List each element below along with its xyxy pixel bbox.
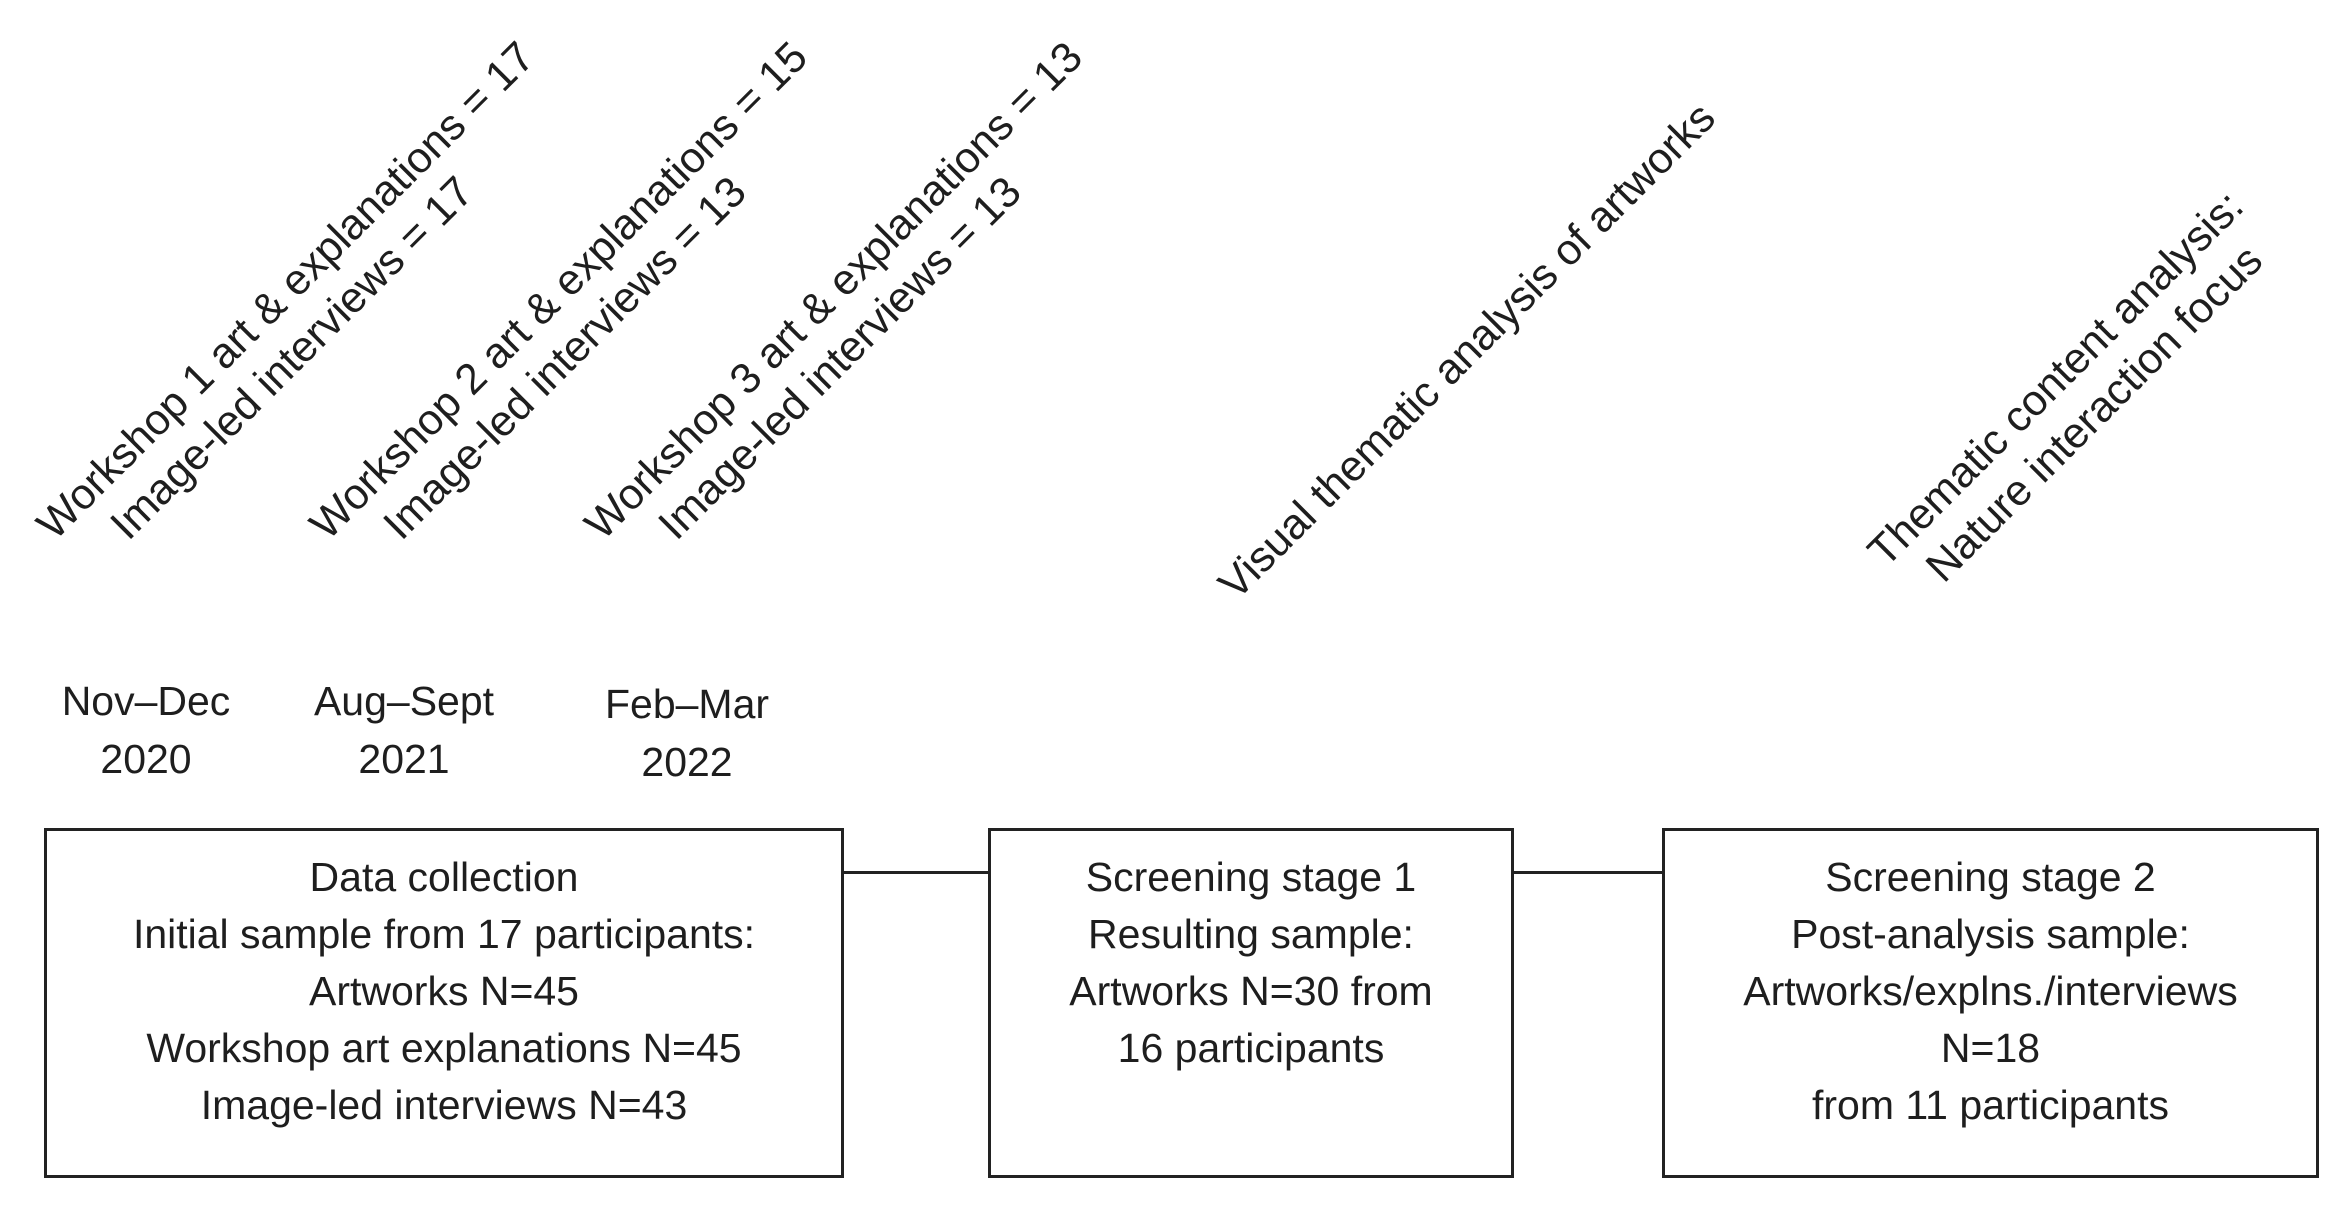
box-title: Data collection bbox=[309, 854, 579, 900]
date-workshop-2: Aug–Sept 2021 bbox=[304, 672, 504, 788]
visual-analysis-text: Visual thematic analysis of artworks bbox=[1209, 93, 1725, 609]
content-analysis-title: Thematic content analysis: bbox=[1858, 181, 2253, 576]
box-line: 16 participants bbox=[1117, 1025, 1385, 1071]
date-months: Nov–Dec bbox=[61, 678, 231, 724]
box-line: Workshop art explanations N=45 bbox=[146, 1025, 742, 1071]
screening-stage-2-box: Screening stage 2 Post-analysis sample: … bbox=[1662, 828, 2319, 1178]
box-line: from 11 participants bbox=[1811, 1082, 2169, 1128]
date-year: 2021 bbox=[358, 736, 450, 782]
connector-line bbox=[844, 871, 988, 874]
workshop-2-label: Workshop 2 art & explanations = 15 Image… bbox=[299, 31, 855, 587]
workshop-3-label: Workshop 3 art & explanations = 13 Image… bbox=[574, 31, 1130, 587]
date-months: Feb–Mar bbox=[604, 681, 770, 727]
box-line: Initial sample from 17 participants: bbox=[132, 911, 756, 957]
box-line: Post-analysis sample: bbox=[1791, 911, 2190, 957]
date-months: Aug–Sept bbox=[313, 678, 495, 724]
date-workshop-3: Feb–Mar 2022 bbox=[587, 675, 787, 791]
content-analysis-focus: Nature interaction focus bbox=[1916, 236, 2272, 592]
workshop-1-label: Workshop 1 art & explanations = 17 Image… bbox=[26, 31, 582, 587]
box-line: N=18 bbox=[1940, 1025, 2041, 1071]
date-workshop-1: Nov–Dec 2020 bbox=[46, 672, 246, 788]
date-year: 2020 bbox=[100, 736, 192, 782]
date-year: 2022 bbox=[641, 739, 733, 785]
box-line: Artworks/explns./interviews bbox=[1743, 968, 2238, 1014]
box-line: Artworks N=30 from bbox=[1069, 968, 1433, 1014]
box-line: Image-led interviews N=43 bbox=[200, 1082, 688, 1128]
box-line: Resulting sample: bbox=[1088, 911, 1414, 957]
connector-line bbox=[1514, 871, 1662, 874]
data-collection-box: Data collection Initial sample from 17 p… bbox=[44, 828, 844, 1178]
box-title: Screening stage 1 bbox=[1085, 854, 1417, 900]
content-analysis-label: Thematic content analysis: Nature intera… bbox=[1857, 180, 2291, 614]
box-title: Screening stage 2 bbox=[1825, 854, 2156, 900]
visual-analysis-label: Visual thematic analysis of artworks bbox=[1208, 92, 1726, 610]
screening-stage-1-box: Screening stage 1 Resulting sample: Artw… bbox=[988, 828, 1514, 1178]
box-line: Artworks N=45 bbox=[308, 968, 579, 1014]
